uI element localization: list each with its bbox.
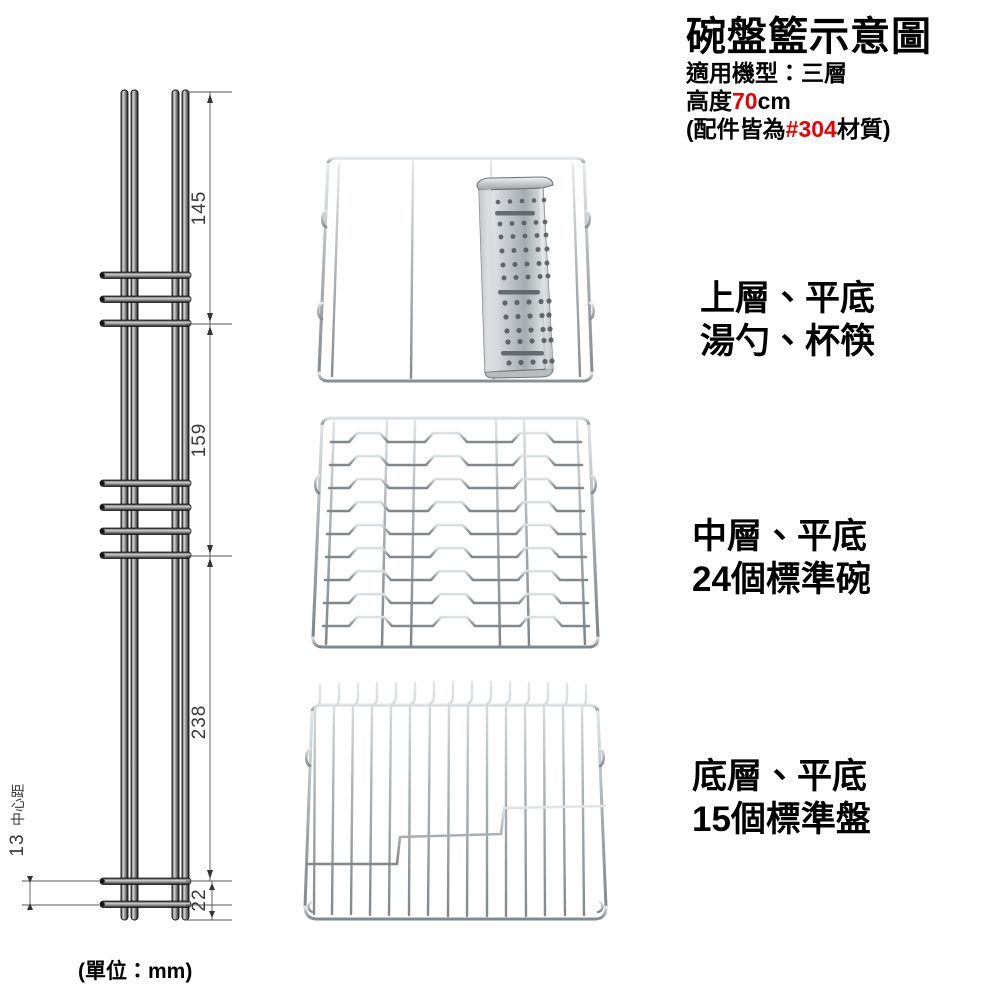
dimension-238-label: 238 — [189, 705, 210, 740]
material-note-open: (配件皆為 — [686, 116, 786, 143]
height-prefix: 高度 — [686, 88, 732, 115]
material-note-close: 材質) — [836, 116, 891, 143]
unit-note: (單位：mm) — [78, 960, 193, 983]
rung-group-middle — [99, 479, 192, 559]
dimension-13-label: 13 — [7, 833, 28, 856]
dimension-145-label: 145 — [189, 191, 210, 226]
layer-middle-line1: 中層、平底 — [692, 517, 868, 556]
height-unit: cm — [757, 88, 791, 115]
center-distance-label: 中心距 — [10, 784, 26, 826]
dimension-145: 145 — [189, 92, 213, 324]
title-block: 碗盤籃示意圖 適用機型：三層 高度70cm (配件皆為#304材質) — [686, 15, 1000, 143]
rung-group-upper — [99, 271, 192, 327]
layer-bottom-line2: 15個標準盤 — [692, 799, 871, 839]
rack-photo-top-layer — [295, 145, 615, 400]
layer-top-line1: 上層、平底 — [700, 279, 876, 318]
material-note: (配件皆為#304材質) — [686, 115, 1000, 143]
model-line-prefix: 適用機型： — [686, 60, 801, 87]
right-text-panel: 碗盤籃示意圖 適用機型：三層 高度70cm (配件皆為#304材質) 上層、平底… — [686, 0, 1000, 1000]
page-title: 碗盤籃示意圖 — [686, 15, 932, 59]
rack-photo-middle-layer — [295, 408, 615, 660]
dimension-159: 159 — [189, 324, 213, 556]
rack-photo-bottom-layer — [285, 672, 625, 934]
dimension-22: 22 — [189, 881, 215, 920]
model-line-value: 三層 — [801, 60, 847, 87]
dimension-22-label: 22 — [189, 888, 210, 911]
layer-top-line2: 湯勺、杯筷 — [700, 321, 876, 361]
layer-label-bottom: 底層、平底 15個標準盤 — [686, 756, 1000, 841]
layer-label-middle: 中層、平底 24個標準碗 — [686, 516, 1000, 601]
layer-middle-line2: 24個標準碗 — [692, 559, 871, 599]
material-code: #304 — [785, 116, 837, 143]
layer-label-top: 上層、平底 湯勺、杯筷 — [686, 278, 1000, 363]
height-line: 高度70cm — [686, 87, 1000, 115]
height-value: 70 — [732, 88, 758, 115]
dimension-13: 13 中心距 — [7, 784, 99, 910]
model-line: 適用機型：三層 — [686, 59, 1000, 87]
dimension-drawing: 145 159 238 22 — [0, 0, 280, 1000]
dimension-238: 238 — [189, 556, 213, 881]
dimension-159-label: 159 — [189, 423, 210, 458]
layer-bottom-line1: 底層、平底 — [692, 757, 868, 796]
cutlery-holder — [476, 176, 555, 379]
